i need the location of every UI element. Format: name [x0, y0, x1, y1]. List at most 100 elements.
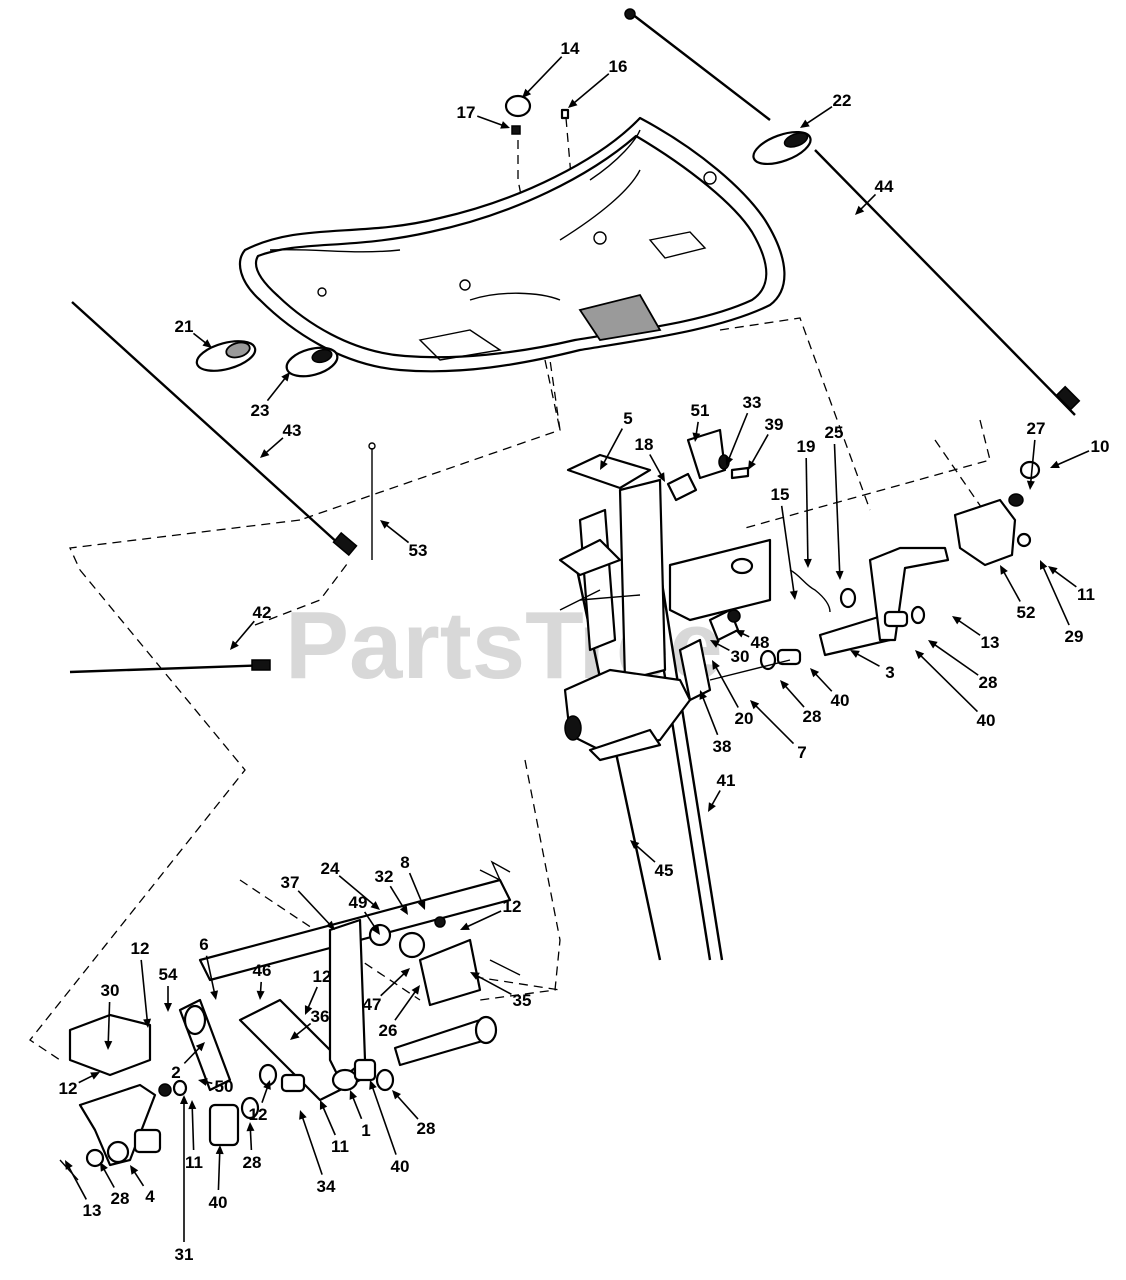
leader-line — [750, 434, 769, 466]
leader-line — [306, 986, 318, 1010]
leader-line — [67, 1164, 88, 1200]
leader-arrowhead — [568, 99, 578, 108]
callout-21: 21 — [175, 317, 212, 348]
callout-label: 32 — [375, 867, 394, 886]
callout-16: 16 — [568, 57, 627, 108]
callout-14: 14 — [522, 39, 580, 98]
lower-linkage-assembly — [59, 860, 521, 1181]
cable-42 — [69, 663, 271, 674]
callout-11: 11 — [185, 1100, 203, 1172]
callout-49: 49 — [349, 893, 380, 935]
callout-31: 31 — [175, 1095, 194, 1264]
callout-13: 13 — [65, 1160, 101, 1220]
callout-label: 38 — [713, 737, 732, 756]
callout-label: 18 — [635, 435, 654, 454]
callout-label: 28 — [417, 1119, 436, 1138]
leader-line — [804, 105, 833, 126]
cable-43 — [71, 301, 341, 546]
leader-arrowhead — [180, 1095, 188, 1104]
callout-3: 3 — [850, 650, 895, 682]
callout-label: 51 — [691, 401, 710, 420]
leader-line — [301, 1115, 323, 1175]
leader-line — [918, 653, 979, 713]
leader-arrowhead — [1050, 460, 1060, 469]
leader-arrowhead — [210, 990, 219, 1000]
callout-label: 37 — [281, 873, 300, 892]
leader-line — [854, 652, 880, 667]
callout-label: 11 — [1077, 585, 1095, 604]
leader-line — [780, 505, 795, 595]
leader-arrowhead — [256, 990, 265, 1000]
leader-arrowhead — [522, 88, 532, 98]
leader-arrowhead — [281, 372, 290, 382]
clip-18 — [666, 472, 698, 502]
leader-line — [395, 1093, 419, 1120]
callout-37: 37 — [281, 873, 335, 930]
leader-arrowhead — [712, 660, 720, 670]
leader-line — [813, 671, 833, 692]
callout-label: 28 — [111, 1189, 130, 1208]
leader-arrowhead — [263, 1080, 271, 1090]
callout-label: 31 — [175, 1245, 194, 1264]
leader-arrowhead — [470, 972, 480, 980]
leader-line — [371, 1085, 397, 1155]
callout-label: 2 — [171, 1063, 180, 1082]
callout-22: 22 — [800, 91, 851, 128]
leader-line — [363, 911, 378, 931]
leader-line — [183, 1045, 202, 1064]
callout-label: 28 — [979, 673, 998, 692]
leader-arrowhead — [1026, 480, 1035, 490]
leader-arrowhead — [810, 668, 820, 678]
callout-28: 28 — [243, 1122, 261, 1172]
callout-15: 15 — [771, 485, 798, 600]
spring-19 — [789, 569, 831, 613]
callout-label: 29 — [1065, 627, 1084, 646]
callout-label: 44 — [875, 177, 894, 196]
callout-28: 28 — [928, 640, 997, 692]
switch-21 — [195, 340, 257, 372]
callout-7: 7 — [750, 700, 807, 762]
leader-arrowhead — [369, 1080, 377, 1090]
callout-label: 5 — [623, 409, 632, 428]
leader-line — [633, 843, 656, 863]
callout-44: 44 — [855, 177, 894, 215]
callout-label: 12 — [249, 1105, 268, 1124]
leader-arrowhead — [100, 1162, 108, 1172]
leader-arrowhead — [215, 1145, 224, 1155]
callout-48: 48 — [735, 630, 769, 652]
callout-1: 1 — [349, 1090, 371, 1140]
leader-line — [297, 890, 332, 927]
leader-line — [783, 683, 805, 708]
callout-25: 25 — [825, 423, 844, 580]
leader-arrowhead — [600, 460, 608, 470]
leader-arrowhead — [692, 432, 701, 442]
leader-arrowhead — [164, 1003, 172, 1012]
leader-arrowhead — [1040, 560, 1048, 570]
leader-arrowhead — [780, 680, 789, 690]
callout-47: 47 — [363, 968, 410, 1014]
callout-label: 12 — [313, 967, 332, 986]
callout-35: 35 — [470, 972, 531, 1010]
callout-12: 12 — [460, 897, 521, 930]
leader-arrowhead — [855, 205, 865, 215]
callout-label: 13 — [981, 633, 1000, 652]
callout-label: 22 — [833, 91, 852, 110]
leader-line — [710, 790, 721, 808]
leader-arrowhead — [246, 1122, 255, 1132]
callout-24: 24 — [321, 859, 380, 910]
callout-36: 36 — [290, 1007, 329, 1040]
leader-line — [380, 971, 407, 997]
callout-20: 20 — [712, 660, 753, 728]
leader-arrowhead — [657, 472, 665, 482]
leader-line — [389, 885, 406, 911]
callout-label: 48 — [751, 633, 770, 652]
callout-27: 27 — [1026, 419, 1046, 490]
callout-label: 7 — [797, 743, 806, 762]
switch-23 — [285, 346, 339, 378]
leader-arrowhead — [748, 460, 756, 470]
callout-28: 28 — [392, 1090, 435, 1138]
callout-label: 3 — [885, 663, 894, 682]
leader-line — [932, 642, 979, 676]
callout-label: 27 — [1027, 419, 1046, 438]
